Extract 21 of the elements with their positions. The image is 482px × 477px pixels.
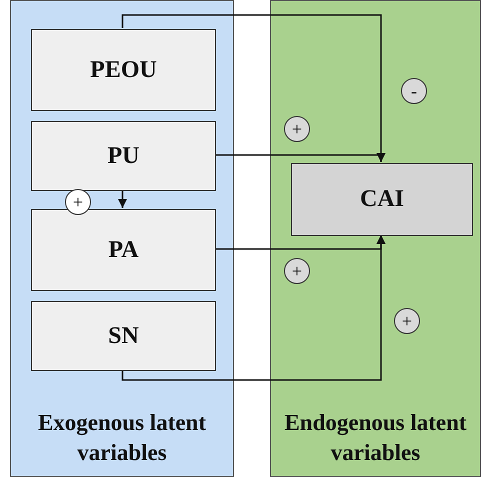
sign-circle: + <box>284 258 310 284</box>
sign-circle: - <box>401 78 427 104</box>
panel-title: Endogenous latent variables <box>283 409 468 468</box>
sign-circle: + <box>394 308 420 334</box>
variable-label: CAI <box>360 186 404 213</box>
arrow <box>118 190 127 208</box>
arrow <box>122 235 386 381</box>
variable-box <box>291 163 473 236</box>
group-panel <box>270 0 481 477</box>
variable-label: PU <box>108 142 140 170</box>
variable-box <box>31 209 216 291</box>
sign-circle: + <box>284 116 310 142</box>
variable-label: SN <box>108 322 139 350</box>
variable-box <box>31 121 216 191</box>
variable-label: PEOU <box>90 56 157 84</box>
arrow <box>215 153 386 162</box>
variable-box <box>31 301 216 371</box>
variable-box <box>31 29 216 111</box>
variable-label: PA <box>108 236 139 264</box>
group-panel <box>10 0 234 477</box>
panel-title: Exogenous latent variables <box>36 409 208 468</box>
